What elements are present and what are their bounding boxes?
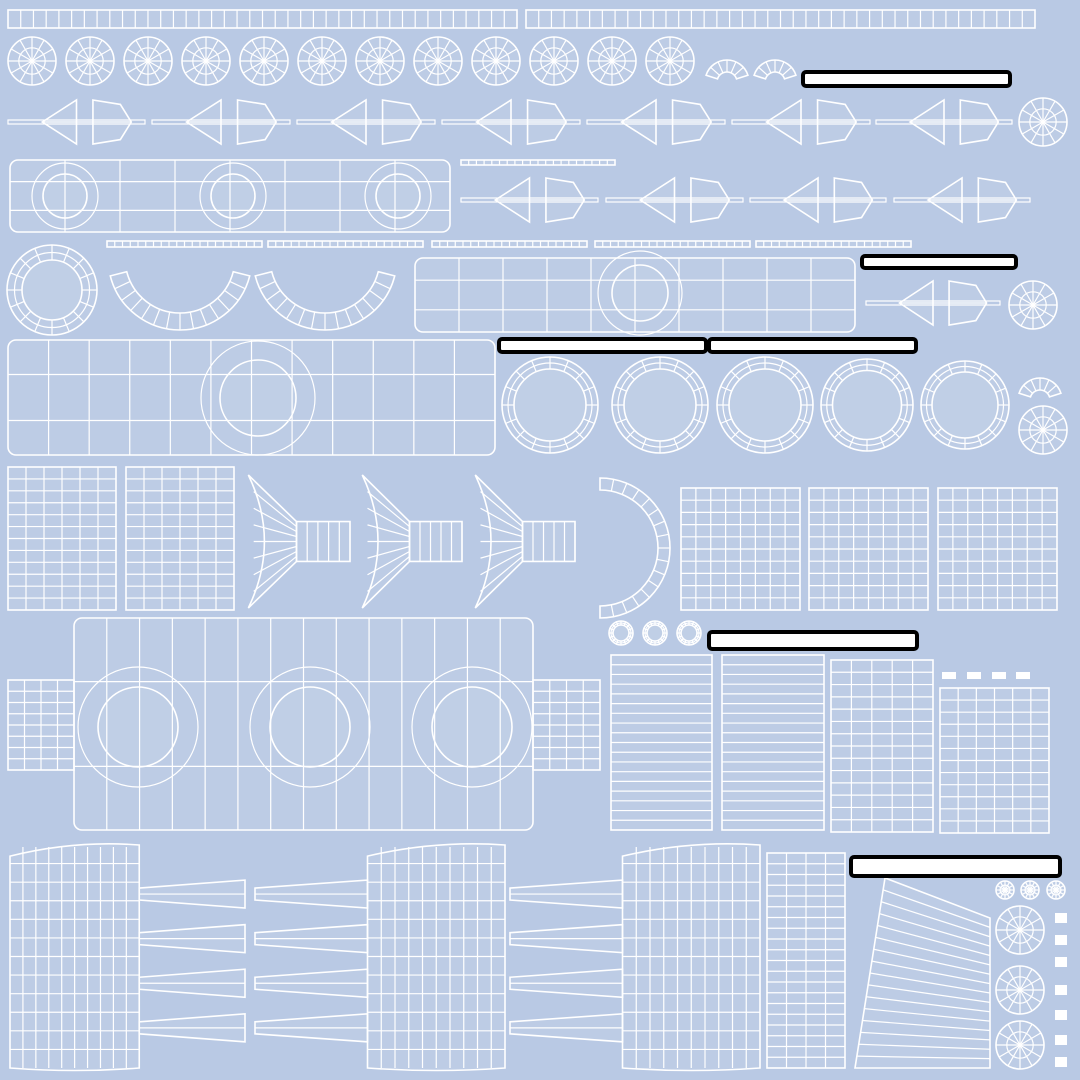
bowtie-shell	[875, 98, 1013, 146]
wheel-shell	[413, 36, 463, 86]
wheel-shell	[1008, 280, 1058, 330]
grid-shell	[766, 852, 846, 1069]
grid-shell	[125, 466, 235, 611]
strip-shell	[755, 240, 912, 248]
ring-shell	[501, 356, 599, 454]
small-square-shell	[1055, 985, 1067, 995]
outlined-bar-shell	[860, 254, 1018, 270]
wheel-shell	[1018, 405, 1068, 455]
strip-shell	[106, 240, 263, 248]
small-square-shell	[1055, 1057, 1067, 1067]
bowtie-shell	[586, 98, 726, 146]
small-square-shell	[1055, 935, 1067, 945]
wheel-shell	[645, 36, 695, 86]
bowtie-shell	[731, 98, 871, 146]
wheel-shell	[181, 36, 231, 86]
bowtie-shell	[865, 279, 1001, 327]
curved-panel-shell	[854, 876, 991, 1069]
grid-shell	[532, 679, 601, 771]
wheel-shell	[239, 36, 289, 86]
arc-shell	[599, 477, 671, 619]
small-square-shell	[942, 672, 956, 679]
ring-shell	[820, 358, 914, 452]
wheel-shell	[995, 965, 1045, 1015]
strip-shell	[267, 240, 424, 248]
grid-shell	[7, 466, 117, 611]
strip-shell	[460, 159, 616, 166]
wheel-shell	[995, 880, 1015, 900]
strip-shell	[594, 240, 751, 248]
small-square-shell	[992, 672, 1006, 679]
wheel-shell	[471, 36, 521, 86]
small-square-shell	[1055, 957, 1067, 967]
wheel-shell	[1018, 97, 1068, 147]
wheel-shell	[355, 36, 405, 86]
arc-shell	[705, 59, 749, 80]
grid-shell	[7, 679, 75, 771]
panel-shell	[7, 339, 496, 456]
arc-shell	[109, 270, 251, 331]
small-square-shell	[1016, 672, 1030, 679]
grid-shell	[680, 487, 801, 611]
small-square-shell	[1055, 1010, 1067, 1020]
bowtie-shell	[460, 176, 599, 224]
outlined-bar-shell	[497, 337, 708, 354]
wheel-shell	[65, 36, 115, 86]
wheel-shell	[1020, 880, 1040, 900]
ring-shell	[716, 356, 814, 454]
strip-shell	[431, 240, 588, 248]
bowtie-shell	[749, 176, 887, 224]
small-square-shell	[1055, 1035, 1067, 1045]
ring-shell	[6, 244, 98, 336]
outlined-bar-shell	[801, 70, 1012, 88]
fan-shell	[361, 474, 463, 609]
arc-shell	[254, 270, 396, 331]
ring-shell	[676, 620, 702, 646]
bigfan-shell	[509, 843, 761, 1072]
grid-shell	[721, 654, 825, 831]
bowtie-shell	[441, 98, 581, 146]
ring-shell	[611, 356, 709, 454]
grid-shell	[808, 487, 929, 611]
small-square-shell	[967, 672, 981, 679]
panel-shell	[414, 250, 856, 336]
outlined-bar-shell	[707, 337, 918, 354]
uv-shells	[6, 9, 1068, 1072]
bowtie-shell	[7, 98, 146, 146]
wheel-shell	[529, 36, 579, 86]
grid-shell	[610, 654, 713, 831]
wheel-shell	[995, 1020, 1045, 1070]
bowtie-shell	[151, 98, 291, 146]
ring-shell	[608, 620, 634, 646]
grid-shell	[937, 487, 1058, 611]
fan-shell	[247, 474, 351, 609]
arc-shell	[1018, 377, 1062, 398]
wheel-shell	[1046, 880, 1066, 900]
bigfan-shell	[254, 843, 506, 1072]
outlined-bar-shell	[707, 630, 919, 651]
outlined-bar-shell	[849, 855, 1062, 878]
bowtie-shell	[893, 176, 1031, 224]
bowtie-shell	[605, 176, 744, 224]
ring-shell	[642, 620, 668, 646]
grid-shell	[830, 659, 934, 833]
wheel-shell	[995, 905, 1045, 955]
wheel-shell	[7, 36, 57, 86]
arc-shell	[753, 59, 797, 80]
panel-shell	[9, 159, 451, 233]
panel-shell	[73, 617, 534, 831]
bowtie-shell	[296, 98, 436, 146]
ring-shell	[920, 360, 1010, 450]
strip-shell	[525, 9, 1036, 29]
wheel-shell	[587, 36, 637, 86]
grid-shell	[939, 687, 1050, 834]
bigfan-shell	[9, 843, 246, 1072]
strip-shell	[7, 9, 518, 29]
wheel-shell	[297, 36, 347, 86]
fan-shell	[474, 474, 576, 609]
small-square-shell	[1055, 913, 1067, 923]
wheel-shell	[123, 36, 173, 86]
